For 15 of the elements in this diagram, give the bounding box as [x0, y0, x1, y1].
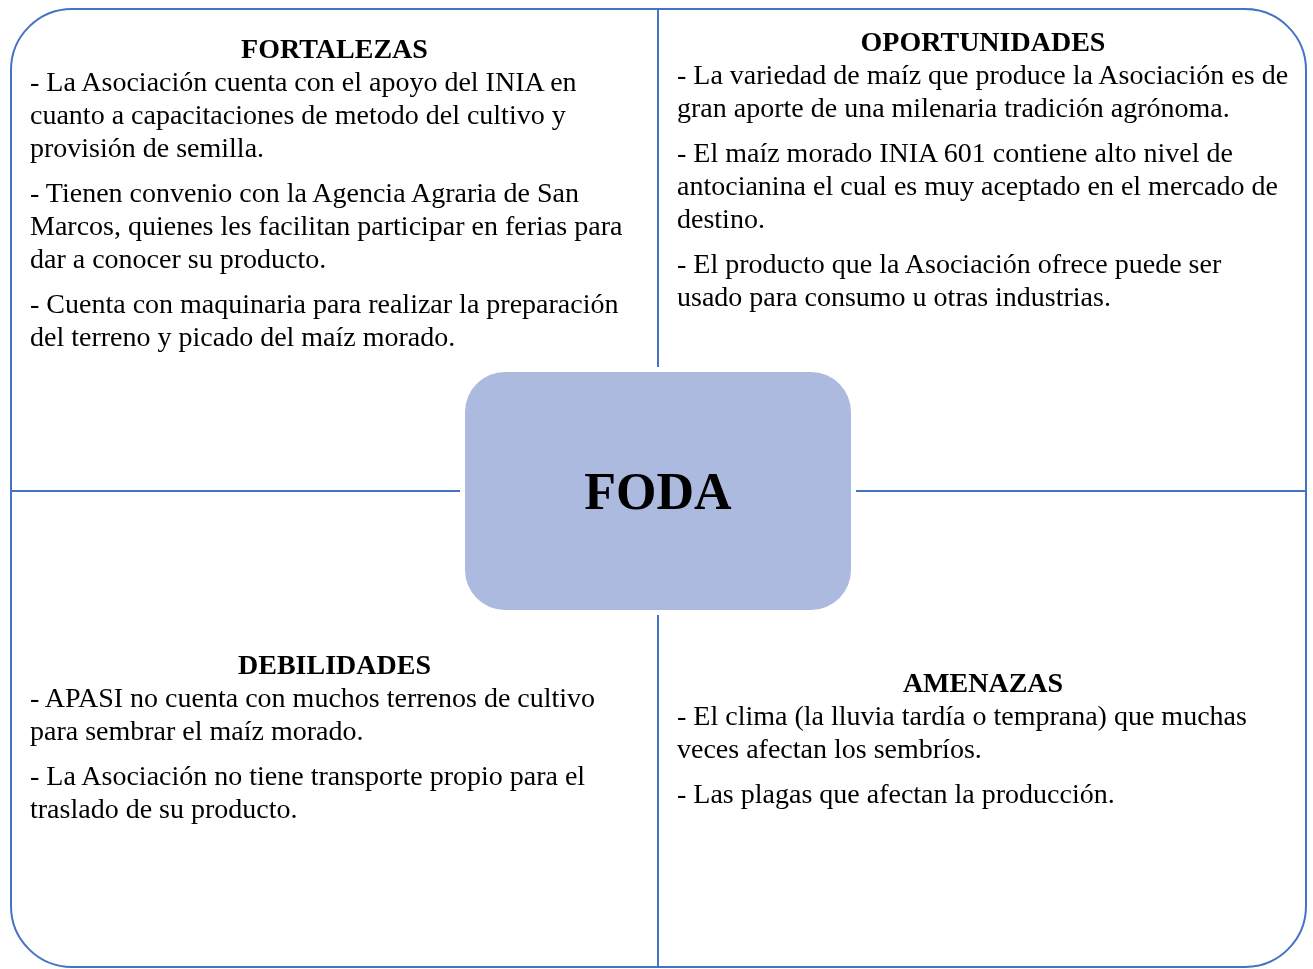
bullet-text: - APASI no cuenta con muchos terrenos de cultivo para sembrar el maíz morado.	[30, 681, 597, 747]
bullet-text: - El producto que la Asociación ofrece puede ser usado para consumo u otras industrias.	[677, 247, 1223, 313]
bullet-text: - La Asociación cuenta con el apoyo del INIA en cuanto a capacitaciones de metodo del cultivo y provisión de semilla.	[30, 65, 578, 164]
bullet-text: - El maíz morado INIA 601 contiene alto nivel de antocianina el cual es muy aceptado en el mercado de destino.	[677, 136, 1279, 235]
bullet-text: - Cuenta con maquinaria para realizar la preparación del terreno y picado del maíz morado.	[30, 287, 620, 353]
bullet-text: - La variedad de maíz que produce la Asociación es de gran aporte de una milenaria tradición agrónoma.	[677, 58, 1289, 124]
bullet-text: - Tienen convenio con la Agencia Agraria de San Marcos, quienes les facilitan participar en ferias para dar a conocer su producto.	[30, 176, 624, 275]
section-heading: FORTALEZAS	[240, 32, 429, 65]
section-heading: AMENAZAS	[901, 666, 1065, 699]
center-title: FODA	[584, 461, 732, 521]
section-heading: DEBILIDADES	[237, 648, 432, 681]
section-heading: OPORTUNIDADES	[859, 25, 1107, 58]
bullet-text: - El clima (la lluvia tardía o temprana) que muchas veces afectan los sembríos.	[677, 699, 1248, 765]
bullet-text: - Las plagas que afectan la producción.	[677, 777, 1116, 810]
bullet-text: - La Asociación no tiene transporte propio para el traslado de su producto.	[30, 759, 587, 825]
